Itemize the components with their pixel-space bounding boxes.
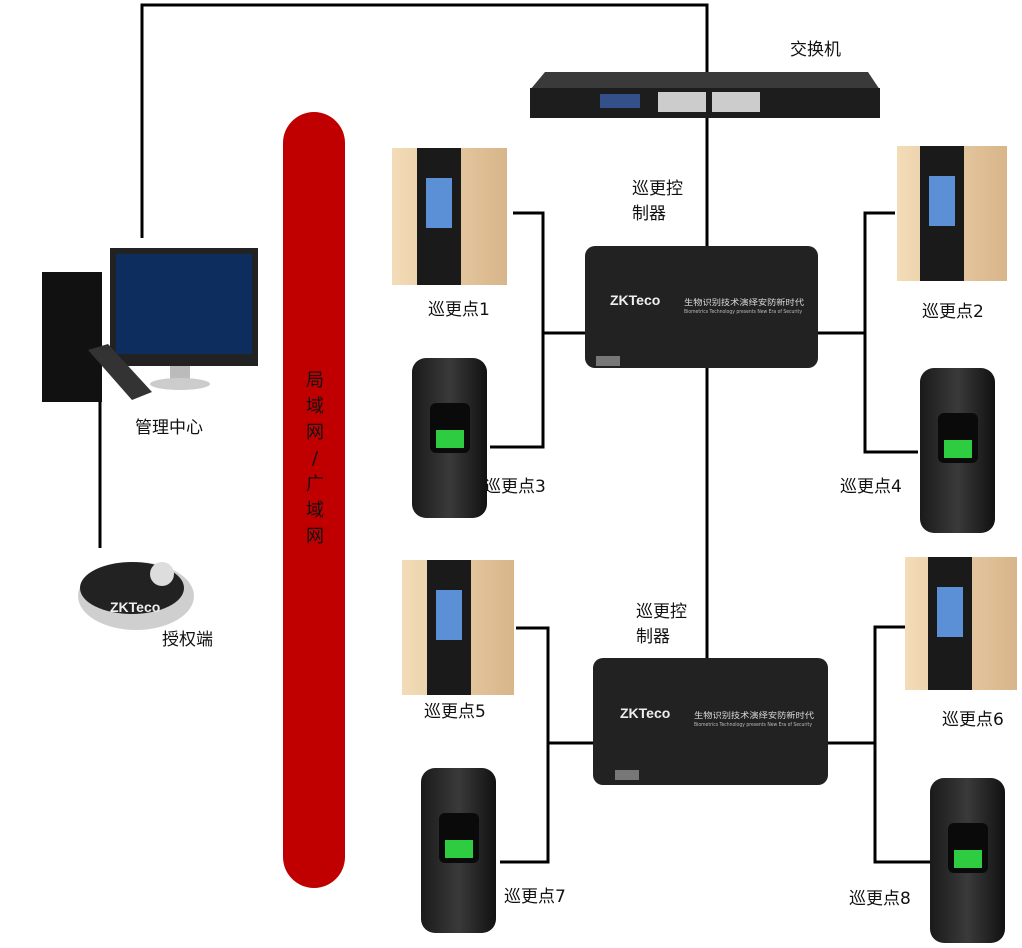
point-2-label: 巡更点2	[922, 302, 984, 322]
point-5-label: 巡更点5	[424, 702, 486, 722]
controller-slogan-en: Biometrics Technology presents New Era o…	[684, 309, 802, 315]
char: 网	[306, 422, 324, 443]
controller-logo: ZKTeco	[620, 705, 670, 721]
point-6-label: 巡更点6	[942, 710, 1004, 730]
label-line: 制器	[636, 626, 670, 647]
connection-lines	[98, 3, 930, 864]
label-line: 巡更控	[632, 179, 683, 199]
controller-device-2: ZKTeco 生物识别技术演绎安防新时代 Biometrics Technolo…	[593, 658, 828, 785]
management-pc-icon	[42, 248, 258, 402]
point-3-label: 巡更点3	[484, 477, 546, 497]
controller-logo: ZKTeco	[610, 292, 660, 308]
lan-wan-bar	[283, 112, 345, 888]
management-label: 管理中心	[135, 418, 203, 438]
char: 局	[306, 370, 324, 391]
pc-switch-link	[140, 3, 709, 238]
point-8-label: 巡更点8	[849, 889, 911, 909]
fingerprint-reader-icons	[412, 358, 1005, 943]
switch-label: 交换机	[790, 40, 841, 60]
wall-reader-icons	[392, 146, 1017, 695]
char: 网	[306, 526, 324, 547]
char: /	[311, 448, 319, 469]
point-4-label: 巡更点4	[840, 477, 902, 497]
authorizer-logo: ZKTeco	[110, 599, 160, 615]
controller-1-label: 巡更控制器	[632, 177, 683, 226]
controller-slogan: 生物识别技术演绎安防新时代	[684, 297, 804, 307]
authorizer-label: 授权端	[162, 630, 213, 650]
controller-slogan: 生物识别技术演绎安防新时代	[694, 710, 814, 720]
label-line: 制器	[632, 203, 666, 224]
char: 广	[306, 474, 324, 495]
lan-wan-label: 局 域 网 / 广 域 网	[300, 368, 330, 550]
controller-device-1: ZKTeco 生物识别技术演绎安防新时代 Biometrics Technolo…	[585, 246, 818, 368]
controller-slogan-en: Biometrics Technology presents New Era o…	[694, 722, 812, 728]
char: 域	[306, 396, 324, 417]
point-1-label: 巡更点1	[428, 300, 490, 320]
point-7-label: 巡更点7	[504, 887, 566, 907]
authorizer-device-icon: ZKTeco	[78, 562, 194, 630]
controller-2-label: 巡更控制器	[636, 600, 687, 649]
char: 域	[306, 500, 324, 521]
switch-device	[530, 72, 880, 118]
label-line: 巡更控	[636, 602, 687, 622]
